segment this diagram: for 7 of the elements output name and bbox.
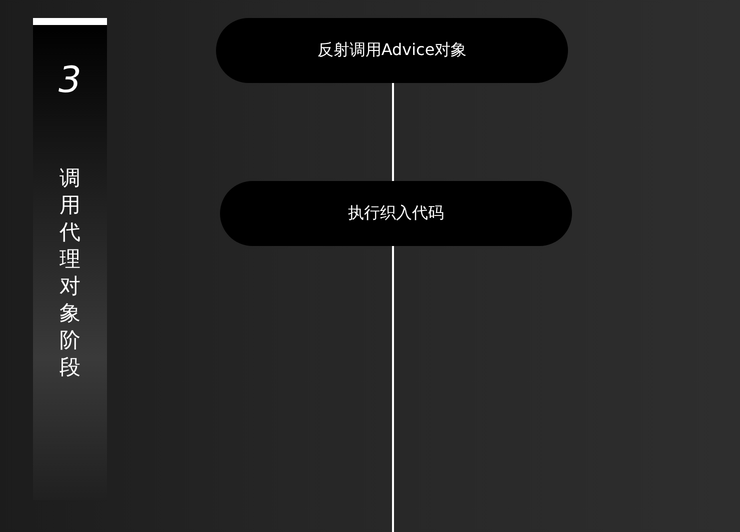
stage-banner bbox=[33, 18, 107, 500]
stage-title: 调用代理对象阶段 bbox=[58, 165, 82, 381]
stage-number: 3 bbox=[58, 60, 82, 101]
connector-line bbox=[392, 83, 394, 181]
step-pill: 反射调用Advice对象 bbox=[216, 18, 568, 83]
connector-line bbox=[392, 246, 394, 532]
step-pill: 执行织入代码 bbox=[220, 181, 572, 246]
